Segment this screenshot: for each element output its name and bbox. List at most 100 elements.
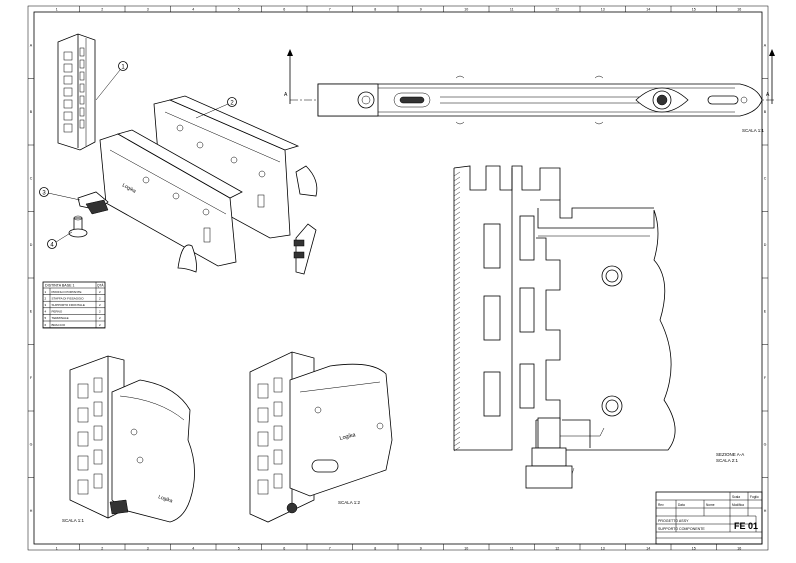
border-col-number: 8 xyxy=(374,547,376,551)
bom-cell: 2 xyxy=(99,323,101,327)
border-col-number: 2 xyxy=(101,547,103,551)
bom-cell: 3 xyxy=(45,303,47,307)
svg-text:4: 4 xyxy=(50,243,54,249)
bom-header-title: DISTINTA BASE 1 xyxy=(45,284,75,288)
border-row-letter: H xyxy=(764,509,767,513)
border-row-letter: B xyxy=(764,110,767,114)
clip-part-drawing xyxy=(77,191,109,215)
border-col-number: 10 xyxy=(464,547,468,551)
border-col-number: 8 xyxy=(374,8,376,12)
bom-cell: 2 xyxy=(99,290,101,294)
border-row-letter: H xyxy=(30,509,33,513)
border-col-number: 1 xyxy=(56,8,58,12)
border-row-letter: E xyxy=(30,309,33,313)
bom-cell: 4 xyxy=(45,310,47,314)
balloon-4: 4 xyxy=(47,231,73,249)
border-col-number: 15 xyxy=(692,547,696,551)
scale-label-section: SEZIONE A-A SCALA 2:1 xyxy=(716,452,745,463)
border-column-labels: 1122334455667788991010111112121313141415… xyxy=(56,6,741,551)
svg-text:Rev: Rev xyxy=(658,503,664,507)
scale-label-iso-left: SCALA 1:1 xyxy=(62,518,85,523)
bracket-back-drawing xyxy=(153,95,300,239)
bom-cell: SUPPORTO FRONTALE xyxy=(52,303,85,307)
border-col-number: 16 xyxy=(737,8,741,12)
bom-header-qty: QTÀ xyxy=(97,284,104,288)
svg-text:Logika: Logika xyxy=(157,494,173,504)
svg-text:Nome: Nome xyxy=(706,503,715,507)
border-row-letter: B xyxy=(30,110,33,114)
border-col-number: 16 xyxy=(737,547,741,551)
svg-text:Scala: Scala xyxy=(732,495,740,499)
svg-text:Data: Data xyxy=(678,503,685,507)
upright-post-drawing xyxy=(57,33,96,151)
border-col-number: 7 xyxy=(329,8,331,12)
bom-cell: 2 xyxy=(99,310,101,314)
iso-left-drawing: Logika xyxy=(69,355,195,523)
border-col-number: 6 xyxy=(283,547,285,551)
cap-part-drawing xyxy=(177,244,197,273)
section-a-a-drawing xyxy=(453,165,676,489)
scale-label-top-view: SCALA 1:1 xyxy=(742,128,765,133)
iso-mid-drawing: Logika xyxy=(249,351,393,523)
border-col-number: 9 xyxy=(420,547,422,551)
border-col-number: 12 xyxy=(555,8,559,12)
border-col-number: 10 xyxy=(464,8,468,12)
scale-label-iso-mid: SCALA 1:2 xyxy=(338,500,361,505)
svg-text:Modifica: Modifica xyxy=(732,503,744,507)
bom-cell: TERMINALE xyxy=(52,316,69,320)
border-col-number: 14 xyxy=(646,8,650,12)
end-cap-right-drawing xyxy=(293,165,318,275)
bom-cell: PROFILO PORTANTE xyxy=(52,290,82,294)
border-col-number: 15 xyxy=(692,8,696,12)
border-col-number: 4 xyxy=(192,547,194,551)
top-view-arm-drawing xyxy=(290,75,776,125)
balloon-3: 3 xyxy=(39,187,81,201)
border-col-number: 11 xyxy=(510,547,514,551)
border-col-number: 6 xyxy=(283,8,285,12)
svg-text:2: 2 xyxy=(230,101,234,107)
svg-text:Logika: Logika xyxy=(339,432,357,442)
border-row-letter: F xyxy=(30,376,33,380)
border-col-number: 12 xyxy=(555,547,559,551)
border-row-letter: D xyxy=(764,243,767,247)
border-col-number: 11 xyxy=(510,8,514,12)
balloon-1: 1 xyxy=(95,61,128,101)
border-col-number: 7 xyxy=(329,547,331,551)
svg-text:1: 1 xyxy=(121,65,125,71)
border-row-letter: A xyxy=(764,43,767,47)
bom-cell: STAFFA DI FISSAGGIO xyxy=(52,296,85,300)
border-col-number: 5 xyxy=(238,8,240,12)
border-col-number: 2 xyxy=(101,8,103,12)
bom-cell: 2 xyxy=(99,303,101,307)
bom-cell: 2 xyxy=(99,316,101,320)
border-row-letter: E xyxy=(764,309,767,313)
border-col-number: 3 xyxy=(147,547,149,551)
section-marks: A A xyxy=(284,49,775,104)
title-block-project: PROGETTO ASSY xyxy=(658,519,689,523)
border-row-letter: D xyxy=(30,243,33,247)
title-block: Rev Data Nome Modifica Scala Foglio PROG… xyxy=(655,491,763,545)
bom-cell: PERNO xyxy=(52,310,63,314)
border-col-number: 9 xyxy=(420,8,422,12)
border-col-number: 1 xyxy=(56,547,58,551)
svg-text:A: A xyxy=(766,92,770,98)
bom-cell: 6 xyxy=(45,323,47,327)
border-col-number: 3 xyxy=(147,8,149,12)
title-block-desc: SUPPORTO COMPONENTE xyxy=(658,527,705,531)
border-row-letter: C xyxy=(764,176,767,180)
bom-cell: BRACCIO xyxy=(52,323,66,327)
border-row-letter: F xyxy=(764,376,767,380)
border-row-letter: A xyxy=(30,43,33,47)
bom-cell: 2 xyxy=(99,296,101,300)
bom-cell: 1 xyxy=(45,290,47,294)
svg-text:A: A xyxy=(284,92,288,98)
border-col-number: 4 xyxy=(192,8,194,12)
sheet-code: FE 01 xyxy=(734,521,758,531)
border-col-number: 13 xyxy=(601,8,605,12)
bom-cell: 2 xyxy=(45,296,47,300)
svg-text:3: 3 xyxy=(42,191,46,197)
balloon-2: 2 xyxy=(195,97,237,119)
